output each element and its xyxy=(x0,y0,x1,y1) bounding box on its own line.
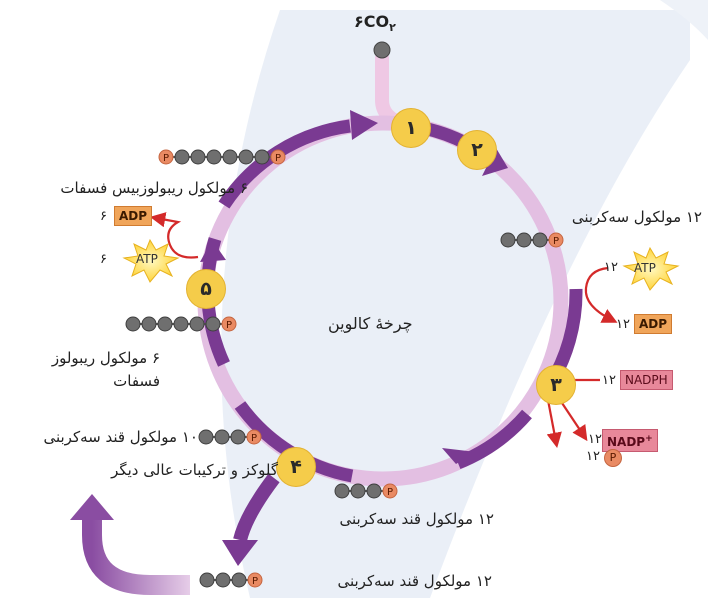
label-three-carbon-12: ۱۲ مولکول سه‌کربنی xyxy=(571,208,702,226)
carbon-ball xyxy=(199,572,215,588)
label-sugar-10: ۱۰ مولکول قند سه‌کربنی xyxy=(43,428,198,446)
label-ribulose-bisphosphate: ۶ مولکول ریبولوزبیس فسفات xyxy=(60,179,248,197)
carbon-ball xyxy=(238,149,254,165)
atp-star-left xyxy=(122,238,180,283)
atp-star-right xyxy=(622,246,680,291)
carbon-ball xyxy=(189,316,205,332)
step-5-badge: ۵ xyxy=(186,269,226,309)
phosphate-ball xyxy=(221,316,237,332)
phosphate-ball xyxy=(548,232,564,248)
phosphate-ball xyxy=(382,483,398,499)
background-wedge xyxy=(221,10,691,598)
nadp-tag: NADP+ xyxy=(602,429,658,452)
label-sugar-12-inner: ۱۲ مولکول قند سه‌کربنی xyxy=(339,510,494,528)
glucose-outflow-head xyxy=(70,494,114,520)
carbon-ball xyxy=(125,316,141,332)
carbon-ball xyxy=(334,483,350,499)
adp-right-coef: ۱۲ xyxy=(616,317,630,332)
phosphate-ball xyxy=(158,149,174,165)
nadp-coef: ۱۲ xyxy=(588,432,602,447)
step-4-badge: ۴ xyxy=(276,447,316,487)
phosphate-label: P xyxy=(275,153,281,164)
carbon-ball xyxy=(214,429,230,445)
carbon-ball xyxy=(198,429,214,445)
adp-left-coef: ۶ xyxy=(100,209,107,224)
phosphate-ball xyxy=(246,429,262,445)
label-glucose: گلوکز و ترکیبات عالی دیگر xyxy=(111,461,278,479)
step-2-badge: ۲ xyxy=(457,130,497,170)
carbon-ball xyxy=(174,149,190,165)
atp-right-coef: ۱۲ xyxy=(604,260,618,275)
nadph-tag: NADPH xyxy=(620,370,673,390)
background-wedge-corner xyxy=(640,0,708,40)
step4-output-arrow xyxy=(233,473,280,542)
carbon-ball xyxy=(215,572,231,588)
carbon-ball xyxy=(231,572,247,588)
label-ribulose-phosphate-line2: فسفات xyxy=(113,372,160,390)
carbon-ball xyxy=(254,149,270,165)
step-1-badge: ۱ xyxy=(391,108,431,148)
ribulose-phosphate-chain: P xyxy=(125,316,237,332)
cycle-arrow-heads xyxy=(200,110,508,464)
p-out-coef: ۱۲ xyxy=(586,449,600,464)
carbon-ball xyxy=(230,429,246,445)
phosphate-label: P xyxy=(553,236,559,247)
nadp-sup: + xyxy=(645,434,653,444)
p-out-text: P xyxy=(609,451,617,464)
phosphate-label: P xyxy=(251,433,257,444)
nadph-coef: ۱۲ xyxy=(602,373,616,388)
label-sugar-12-out: ۱۲ مولکول قند سه‌کربنی xyxy=(337,572,492,590)
co2-carbon-atom xyxy=(373,41,391,59)
step-3-badge: ۳ xyxy=(536,365,576,405)
glucose-outflow xyxy=(82,516,190,595)
carbon-ball xyxy=(190,149,206,165)
adp-left-tag: ADP xyxy=(114,206,153,226)
phosphate-label: P xyxy=(387,487,393,498)
phosphate-label: P xyxy=(252,576,258,587)
co2-formula: CO xyxy=(363,12,390,31)
co2-label: ۶CO۲ xyxy=(354,12,396,38)
label-ribulose-phosphate: ۶ مولکول ریبولوز فسفات xyxy=(52,348,160,391)
cycle-center-title: چرخهٔ کالوین xyxy=(328,314,413,333)
sugar-12-inner-chain: P xyxy=(334,483,398,499)
carbon-ball xyxy=(222,149,238,165)
nadp-text: NADP xyxy=(607,435,646,449)
three-carbon-chain-right: P xyxy=(500,232,564,248)
carbon-ball xyxy=(350,483,366,499)
p-out-circle: P xyxy=(604,449,622,467)
carbon-ball xyxy=(532,232,548,248)
phosphate-ball xyxy=(247,572,263,588)
sugar-10-chain: P xyxy=(198,429,262,445)
label-ribulose-phosphate-line1: ۶ مولکول ریبولوز xyxy=(51,349,160,367)
co2-sub: ۲ xyxy=(389,21,396,35)
carbon-ball xyxy=(516,232,532,248)
carbon-ball xyxy=(205,316,221,332)
carbon-ball xyxy=(500,232,516,248)
carbon-ball xyxy=(157,316,173,332)
co2-coef: ۶ xyxy=(354,12,364,31)
atp-left-tag: ATP xyxy=(136,252,158,266)
step4-output-head xyxy=(222,540,258,566)
phosphate-label: P xyxy=(163,153,169,164)
carbon-ball xyxy=(206,149,222,165)
phosphate-ball xyxy=(270,149,286,165)
carbon-ball xyxy=(173,316,189,332)
atp-right-tag: ATP xyxy=(634,261,656,275)
phosphate-label: P xyxy=(226,320,232,331)
adp-right-tag: ADP xyxy=(634,314,673,334)
atp-left-coef: ۶ xyxy=(100,252,107,267)
sugar-12-out-chain: P xyxy=(199,572,263,588)
carbon-ball xyxy=(366,483,382,499)
carbon-ball xyxy=(141,316,157,332)
